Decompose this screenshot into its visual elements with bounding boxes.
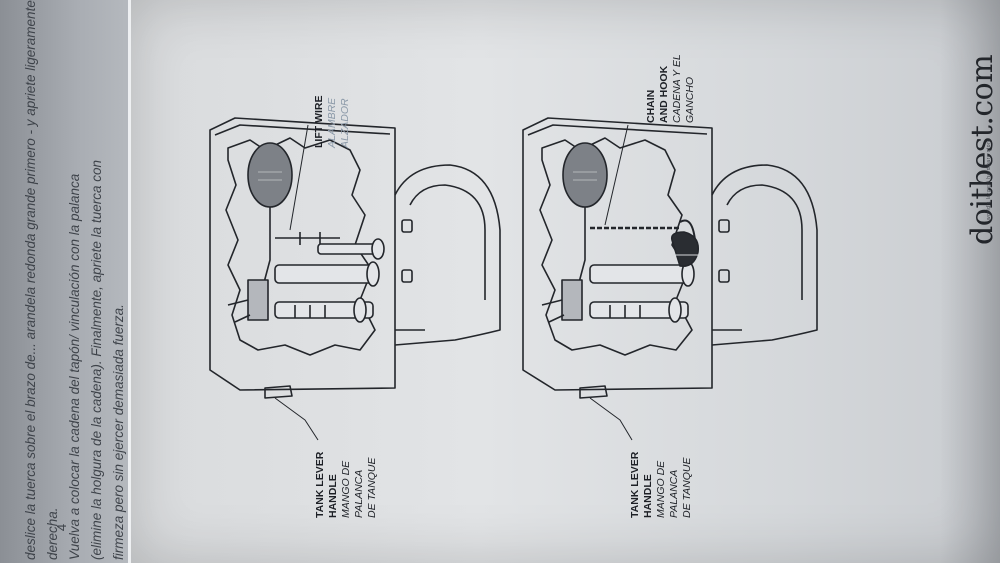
brand-tagline: world's largest hardware store <box>986 138 992 220</box>
chain-and-hook-label: CHAIN AND HOOK CADENA Y EL GANCHO <box>645 54 696 123</box>
top-tank-diagram <box>209 117 501 441</box>
tank-lever-label-top: TANK LEVER HANDLE MANGO DE PALANCA DE TA… <box>314 451 378 518</box>
tank-lever-label-bottom: TANK LEVER HANDLE MANGO DE PALANCA DE TA… <box>629 451 693 518</box>
sheet-shadow <box>940 0 1000 563</box>
background-surface <box>0 0 130 563</box>
sheet-edge <box>128 0 131 563</box>
brand-logo: doitbest.com <box>965 54 1000 245</box>
lift-wire-label: LIFT WIRE ALAMBRE ALZADOR <box>313 95 351 149</box>
bottom-tank-diagram <box>522 117 818 441</box>
